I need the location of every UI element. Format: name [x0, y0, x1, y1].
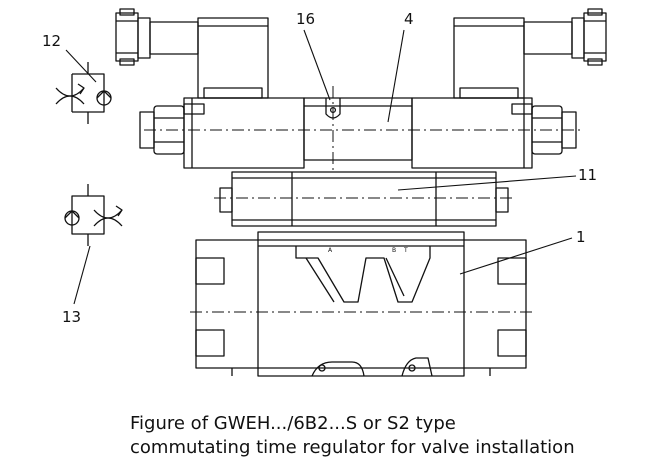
port-label-a: A [328, 247, 333, 254]
callout-12: 12 [42, 32, 61, 50]
figure-caption: Figure of GWEH.../6B2...S or S2 type com… [130, 412, 600, 460]
solenoid-row [139, 97, 577, 169]
symbol-13 [64, 184, 123, 246]
centerlines [144, 86, 580, 313]
callout-13: 13 [62, 308, 81, 326]
leader-lines [65, 29, 577, 305]
caption-line-1: Figure of GWEH.../6B2...S or S2 type [130, 413, 456, 434]
left-connector [115, 8, 269, 99]
symbol-12 [55, 62, 112, 124]
time-regulator-plate [219, 171, 509, 227]
callout-4: 4 [404, 10, 414, 28]
main-valve-body [195, 231, 527, 377]
right-connector [453, 8, 607, 99]
callout-16: 16 [296, 10, 315, 28]
callout-11: 11 [578, 166, 597, 184]
port-label-b: B [392, 247, 396, 254]
caption-line-2: commutating time regulator for valve ins… [130, 437, 575, 458]
port-label-t: T [403, 247, 408, 254]
callout-1: 1 [576, 228, 586, 246]
